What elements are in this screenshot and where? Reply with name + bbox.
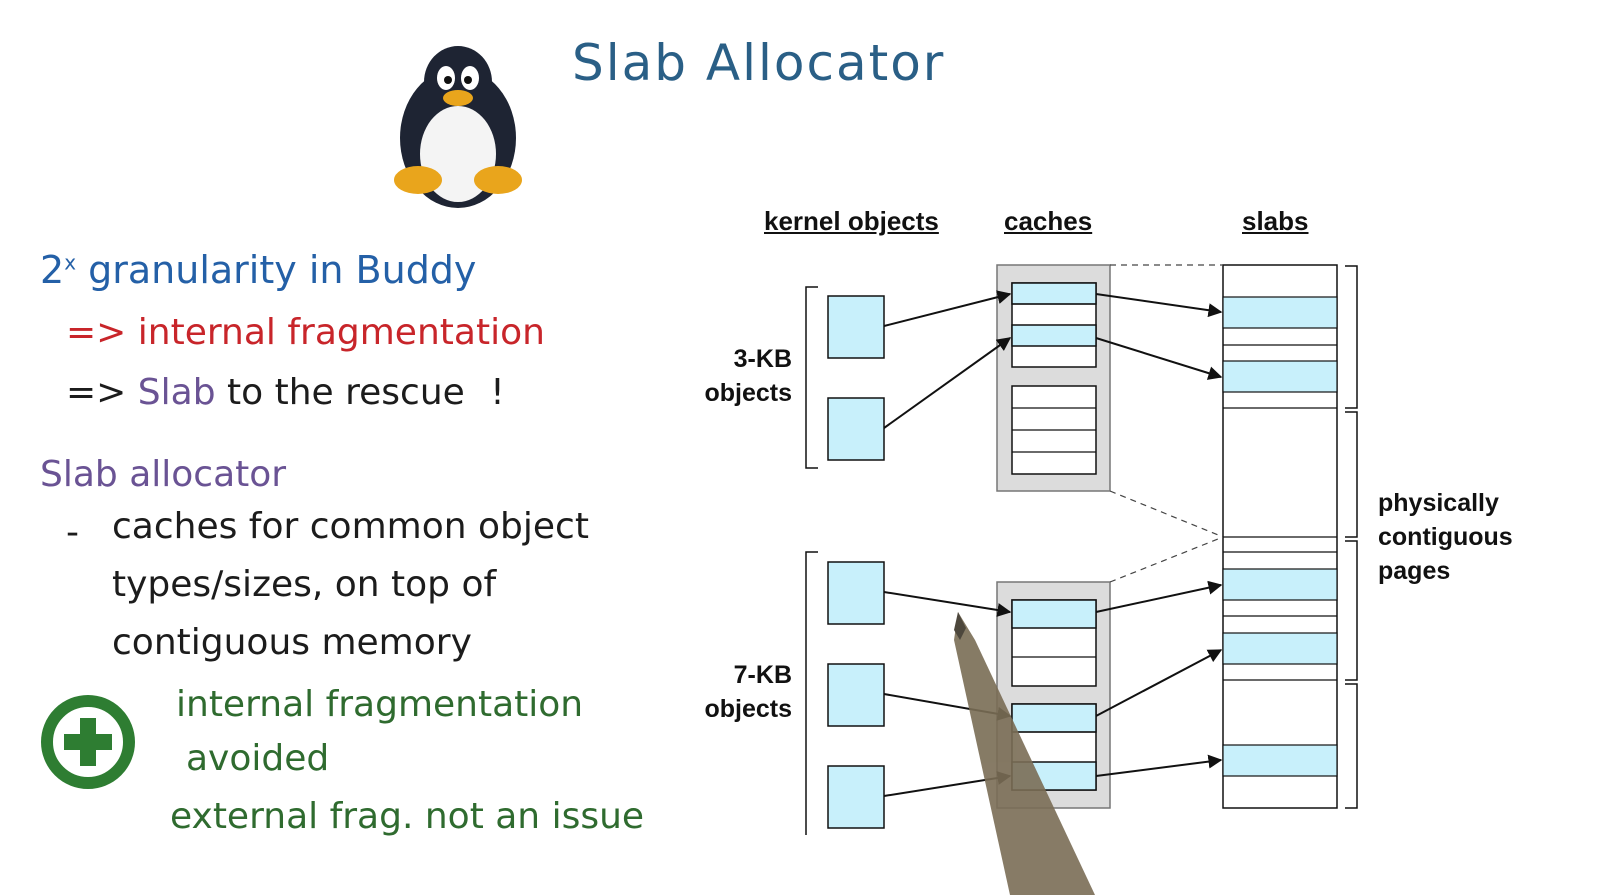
group-label-7kb-size: 7-KB [733,661,792,689]
note-power-exponent: x [64,250,77,275]
bracket-7kb [805,551,818,835]
group-label-7kb: 7-KB objects [680,658,792,726]
note-internal-frag-text: internal fragmentation [137,312,545,353]
note-arrow: => [66,312,127,353]
cache-7kb-slab-a [1011,599,1097,687]
arrows [883,290,1223,797]
page-bracket-1 [1345,265,1358,409]
note-plus-line-3: external frag. not an issue [170,796,645,837]
pen-icon [954,612,1095,895]
kernel-object-7kb-3 [827,765,885,829]
note-line-internal-frag: => internal fragmentation [66,312,545,353]
page-bracket-4 [1345,683,1358,809]
page-bracket-2 [1345,411,1358,538]
group-label-3kb: 3-KB objects [680,342,792,410]
note-granularity-text: granularity in Buddy [88,248,477,292]
header-kernel-objects: kernel objects [764,206,939,236]
page-title: Slab Allocator [572,34,946,92]
note-line-slab-rescue: => Slab to the rescue ! [66,372,505,413]
pages-label: physically contiguous pages [1378,486,1513,588]
group-label-7kb-word: objects [704,695,792,723]
note-bullet-line-3: contiguous memory [112,622,472,663]
note-line-granularity: 2x granularity in Buddy [40,248,476,292]
kernel-object-7kb-2 [827,663,885,727]
header-caches: caches [1004,206,1093,236]
header-slabs: slabs [1242,206,1309,236]
kernel-object-3kb-1 [827,295,885,359]
note-power-base: 2 [40,248,65,292]
group-label-3kb-word: objects [704,379,792,407]
note-bullet-dash: - [66,512,79,553]
note-bullet-line-1: caches for common object [112,506,589,547]
note-slab-word: Slab [137,372,216,413]
pages-label-line-2: contiguous [1378,523,1513,551]
group-label-3kb-size: 3-KB [733,345,792,373]
bracket-3kb [805,286,818,469]
cache-3kb-slab-a [1011,282,1097,368]
dashed-connectors [1109,264,1224,583]
note-heading-slab-allocator: Slab allocator [40,454,287,495]
note-exclamation: ! [490,372,505,413]
note-rescue-text: to the rescue [227,372,465,413]
note-plus-line-1: internal fragmentation [176,684,584,725]
kernel-object-7kb-1 [827,561,885,625]
plus-circle-icon [41,695,135,789]
cache-3kb-slab-b [1011,385,1097,475]
pages-label-line-3: pages [1378,557,1451,585]
pages-label-line-1: physically [1378,489,1499,517]
page-bracket-3 [1345,540,1358,681]
note-arrow: => [66,372,127,413]
slab-rows [1222,296,1338,777]
note-plus-line-2: avoided [186,738,330,779]
note-bullet-line-2: types/sizes, on top of [112,564,497,605]
kernel-object-3kb-2 [827,397,885,461]
